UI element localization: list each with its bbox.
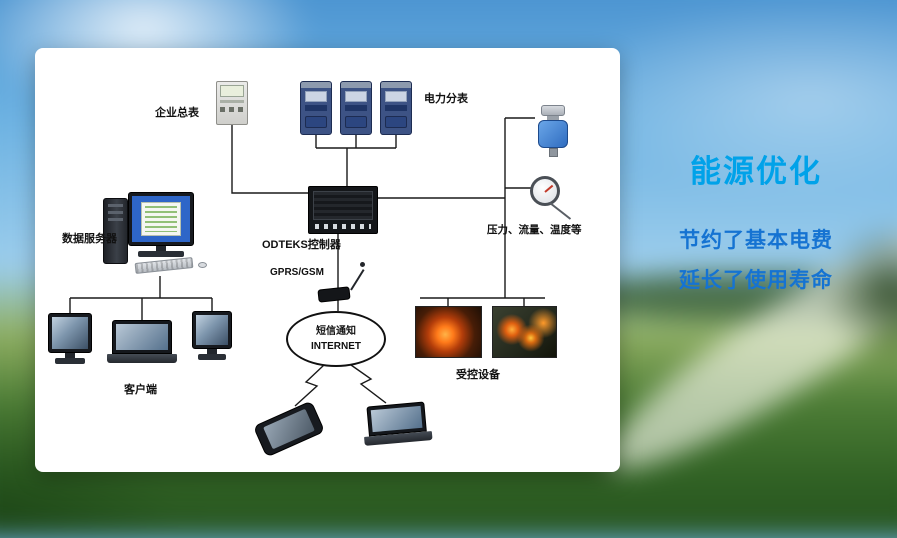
label-enterprise-meter: 企业总表 bbox=[155, 107, 199, 119]
furnace-photo-1 bbox=[415, 306, 482, 358]
caption-line-2: 延长了使用寿命 bbox=[679, 269, 833, 292]
power-meter-icon bbox=[380, 81, 412, 135]
server-tower-icon bbox=[103, 198, 128, 264]
meter-display bbox=[385, 91, 407, 102]
furnace-photo-2 bbox=[492, 306, 557, 358]
caption-title: 能源优化 bbox=[690, 154, 822, 189]
label-controlled-devices: 受控设备 bbox=[456, 369, 500, 381]
label-client: 客户端 bbox=[124, 384, 157, 396]
cloud-sms-text: 短信通知 bbox=[316, 326, 356, 337]
transmitter-stem bbox=[548, 148, 558, 157]
meter-band bbox=[345, 105, 367, 111]
antenna-icon bbox=[350, 269, 365, 291]
label-controller: ODTEKS控制器 bbox=[262, 239, 341, 251]
meter-base bbox=[305, 116, 327, 128]
label-gprs: GPRS/GSM bbox=[270, 267, 324, 278]
label-sensors: 压力、流量、温度等 bbox=[487, 224, 582, 236]
meter-screen bbox=[220, 85, 244, 97]
meter-base bbox=[385, 116, 407, 128]
cloud-internet-text: INTERNET bbox=[311, 341, 361, 352]
meter-band bbox=[305, 105, 327, 111]
antenna-tip bbox=[360, 262, 365, 267]
caption-panel: 能源优化 节约了基本电费 延长了使用寿命 bbox=[648, 146, 864, 301]
meter-display bbox=[305, 91, 327, 102]
internet-cloud: 短信通知 INTERNET bbox=[286, 311, 386, 367]
label-power-submeter: 电力分表 bbox=[424, 93, 468, 105]
modem-body bbox=[317, 286, 351, 303]
meter-band bbox=[385, 105, 407, 111]
transmitter-cap bbox=[541, 105, 565, 116]
document-window bbox=[140, 201, 182, 236]
enterprise-meter-icon bbox=[216, 81, 248, 125]
gauge-sensor-icon bbox=[528, 174, 576, 220]
caption-line-1: 节约了基本电费 bbox=[679, 229, 833, 252]
gauge-dial bbox=[530, 176, 560, 206]
client-monitor-icon bbox=[48, 313, 92, 364]
controller-icon bbox=[308, 186, 378, 234]
mouse-icon bbox=[198, 262, 207, 268]
gauge-probe bbox=[549, 202, 572, 220]
label-data-server: 数据服务器 bbox=[62, 233, 117, 245]
meter-base bbox=[345, 116, 367, 128]
remote-laptop-icon bbox=[364, 401, 433, 446]
transmitter-neck bbox=[547, 116, 559, 120]
controller-grid bbox=[313, 191, 373, 220]
server-monitor-icon bbox=[128, 192, 194, 257]
meter-display bbox=[345, 91, 367, 102]
connector-lines bbox=[69, 117, 545, 407]
client-monitor-icon bbox=[192, 311, 232, 360]
bush-blur bbox=[822, 222, 897, 362]
gprs-modem-icon bbox=[312, 262, 372, 306]
meter-buttons bbox=[220, 107, 244, 112]
client-laptop-icon bbox=[107, 320, 177, 363]
pressure-transmitter-icon bbox=[535, 105, 571, 159]
power-meter-icon bbox=[340, 81, 372, 135]
diagram-panel: 企业总表 电力分表 压力、流量、温度等 ODTEKS控制器 数据服务器 bbox=[35, 48, 620, 472]
meter-row bbox=[220, 100, 244, 103]
transmitter-body bbox=[538, 120, 568, 148]
controller-lights bbox=[315, 224, 371, 229]
power-meter-icon bbox=[300, 81, 332, 135]
